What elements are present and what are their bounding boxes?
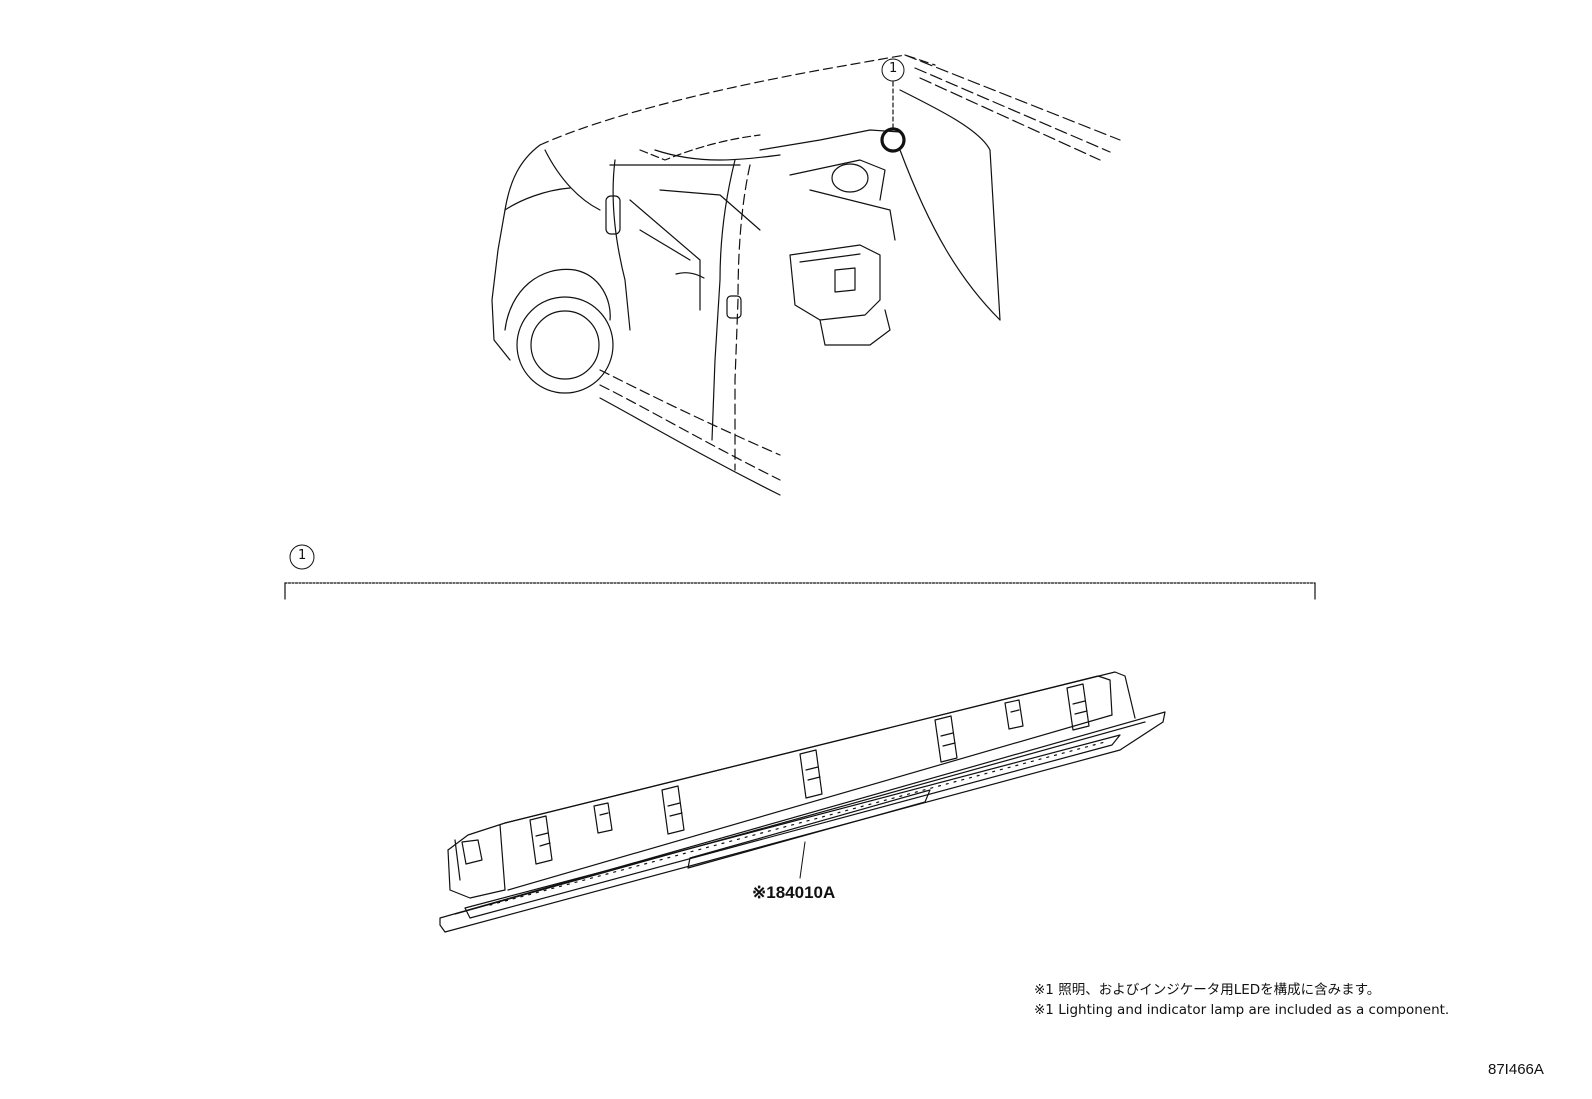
lamp-assembly-drawing [439, 671, 1166, 933]
detail-bracket [284, 544, 1316, 600]
footnote-japanese: ※1 照明、およびインジケータ用LEDを構成に含みます。 [1034, 982, 1381, 998]
vehicle-interior-drawing [491, 54, 1121, 496]
figure-code: 87I466A [1488, 1061, 1544, 1078]
callout-number-top: 1 [889, 61, 898, 76]
footnote-english: ※1 Lighting and indicator lamp are inclu… [1034, 1002, 1450, 1018]
part-number-label: ※184010A [752, 883, 836, 902]
callout-circle-top [881, 58, 905, 82]
mounting-clips [529, 683, 1090, 865]
callout-number-detail: 1 [298, 548, 307, 563]
